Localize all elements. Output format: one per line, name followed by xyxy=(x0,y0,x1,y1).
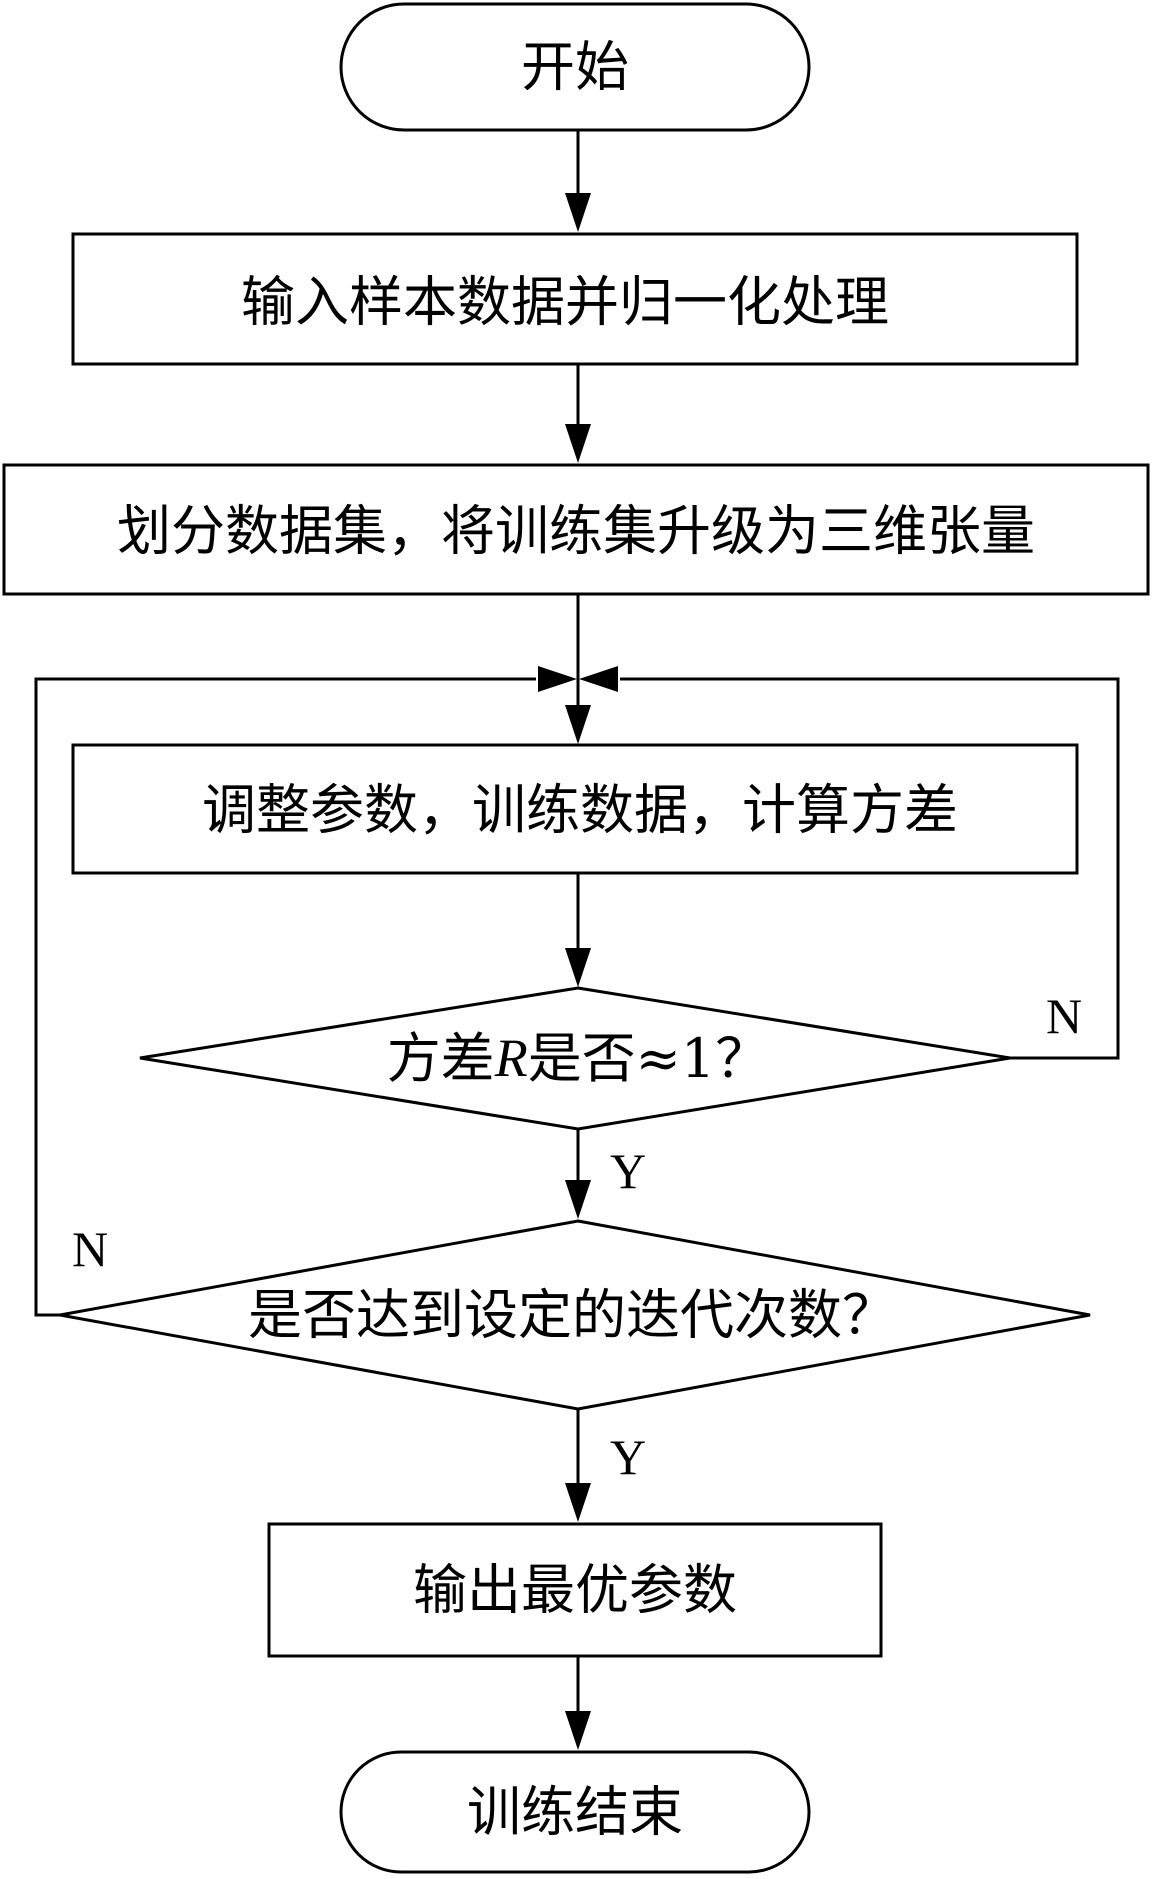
split-process-box xyxy=(2,463,1150,596)
end-node: 训练结束 xyxy=(339,1750,811,1874)
iteration-yes-label: Y xyxy=(610,1429,646,1485)
train-node: 调整参数，训练数据，计算方差 xyxy=(71,743,1079,875)
train-label: 调整参数，训练数据，计算方差 xyxy=(202,779,958,842)
end-label: 训练结束 xyxy=(467,1781,683,1844)
variance-label-prefix: 方差 xyxy=(387,1027,495,1090)
input-process-box xyxy=(71,232,1079,366)
arrowhead-to-split xyxy=(565,424,591,463)
end-terminal xyxy=(339,1750,811,1874)
output-node: 输出最优参数 xyxy=(267,1522,883,1658)
arrowheads xyxy=(538,193,618,1750)
variance-label-suffix: 是否≈1？ xyxy=(528,1027,770,1090)
iteration-decision-node: 是否达到设定的迭代次数？ xyxy=(59,1219,1091,1411)
iteration-decision-diamond xyxy=(59,1219,1091,1411)
arrowhead-loop-left xyxy=(538,666,577,692)
variance-decision-node: 方差R是否≈1？ xyxy=(139,986,1011,1131)
arrowhead-loop-right xyxy=(579,666,618,692)
input-node: 输入样本数据并归一化处理 xyxy=(71,232,1079,366)
connectors xyxy=(34,130,1120,1720)
variance-no-label: N xyxy=(1046,988,1082,1044)
output-process-box xyxy=(267,1522,883,1658)
output-label: 输出最优参数 xyxy=(413,1559,737,1622)
variance-decision-diamond xyxy=(139,986,1011,1131)
arrowhead-to-end xyxy=(565,1711,591,1750)
arrowhead-to-iteration xyxy=(565,1180,591,1219)
start-label: 开始 xyxy=(521,36,629,99)
variance-label-variable: R xyxy=(494,1028,528,1088)
split-label: 划分数据集，将训练集升级为三维张量 xyxy=(117,500,1035,563)
edge-variance-no-loop xyxy=(620,677,1120,1060)
variance-label: 方差R是否≈1？ xyxy=(387,1027,770,1090)
edge-labels: N Y N Y xyxy=(72,988,1082,1485)
iteration-no-label: N xyxy=(72,1221,108,1277)
arrowhead-to-input xyxy=(565,193,591,232)
input-label: 输入样本数据并归一化处理 xyxy=(241,271,889,334)
variance-yes-label: Y xyxy=(610,1143,646,1199)
start-node: 开始 xyxy=(339,2,811,132)
arrowhead-to-variance xyxy=(565,948,591,987)
iteration-label: 是否达到设定的迭代次数？ xyxy=(248,1284,896,1347)
split-node: 划分数据集，将训练集升级为三维张量 xyxy=(2,463,1150,596)
start-terminal xyxy=(339,2,811,132)
arrowhead-to-train xyxy=(565,705,591,744)
edge-iteration-no-loop xyxy=(34,677,536,1317)
train-process-box xyxy=(71,743,1079,875)
arrowhead-to-output xyxy=(565,1483,591,1522)
